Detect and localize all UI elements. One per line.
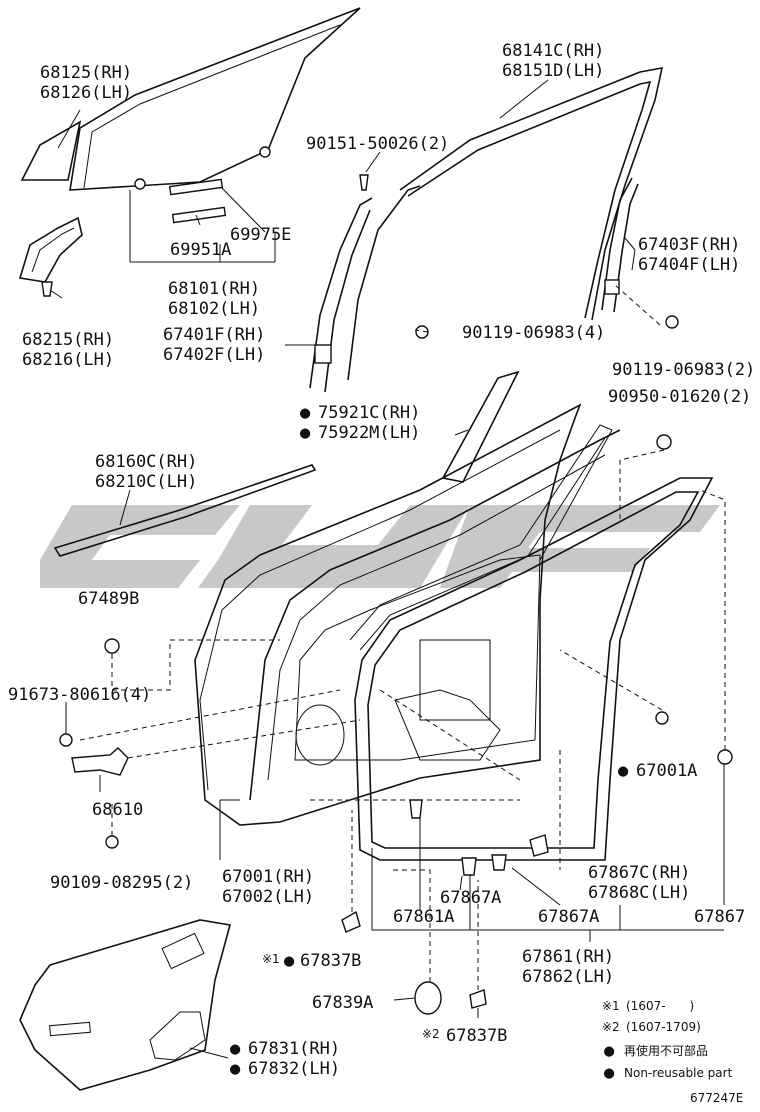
legend-bullet: ● — [604, 1041, 615, 1061]
label-68151d: 68151D(LH) — [502, 61, 604, 81]
nonreusable-bullet: ● — [230, 1059, 241, 1079]
label-75921c: 75921C(RH) — [318, 403, 420, 423]
rear-frame — [601, 177, 639, 313]
label-90119-2: 90119-06983(2) — [612, 360, 755, 380]
label-67861: 67861(RH) — [522, 947, 614, 967]
label-69975e: 69975E — [230, 225, 291, 245]
channel-strips — [168, 178, 227, 224]
legend-nonreusable-jp: 再使用不可部品 — [624, 1043, 708, 1058]
label-68215: 68215(RH) — [22, 330, 114, 350]
label-90151: 90151-50026(2) — [306, 134, 449, 154]
legend-note2-marker: ※2 — [602, 1020, 620, 1034]
part-labels: 68125(RH) 68126(LH) 68141C(RH) 68151D(LH… — [8, 41, 755, 1079]
label-67867: 67867 — [694, 907, 745, 927]
label-67868c: 67868C(LH) — [588, 883, 690, 903]
label-67489b: 67489B — [78, 589, 139, 609]
figure-id: 677247E — [690, 1091, 743, 1105]
label-67832: 67832(LH) — [248, 1059, 340, 1079]
clip-67867a — [461, 834, 549, 876]
door-weatherstrip — [354, 477, 714, 861]
front-garnish — [18, 216, 83, 297]
label-67002: 67002(LH) — [222, 887, 314, 907]
door-hinge — [59, 733, 129, 849]
label-67839a: 67839A — [312, 993, 373, 1013]
label-68102: 68102(LH) — [168, 299, 260, 319]
label-67867a-1: 67867A — [440, 888, 501, 908]
label-90119-4: 90119-06983(4) — [462, 323, 605, 343]
label-67837b-1: 67837B — [300, 951, 361, 971]
label-68126: 68126(LH) — [40, 83, 132, 103]
label-68141c: 68141C(RH) — [502, 41, 604, 61]
nonreusable-bullet: ● — [284, 951, 295, 971]
label-68125: 68125(RH) — [40, 63, 132, 83]
legend: ※1 (1607- ) ※2 (1607-1709) ● 再使用不可部品 ● N… — [602, 999, 733, 1083]
nonreusable-bullet: ● — [300, 423, 311, 443]
inner-frame — [349, 424, 613, 651]
label-69951a: 69951A — [170, 240, 231, 260]
plug-67839a — [414, 981, 442, 1015]
label-67001a: 67001A — [636, 761, 697, 781]
legend-note1-range: (1607- ) — [626, 999, 694, 1013]
note-marker-1: ※1 — [262, 952, 280, 966]
dashed-guides — [79, 284, 726, 990]
nonreusable-bullet: ● — [300, 403, 311, 423]
legend-bullet: ● — [604, 1063, 615, 1083]
door-glass — [69, 7, 361, 191]
front-frame — [309, 185, 421, 393]
label-68216: 68216(LH) — [22, 350, 114, 370]
glass-run-channel — [399, 66, 664, 321]
bolt-90119 — [359, 174, 679, 450]
label-67862: 67862(LH) — [522, 967, 614, 987]
label-68610: 68610 — [92, 800, 143, 820]
label-90950: 90950-01620(2) — [608, 387, 751, 407]
label-90109: 90109-08295(2) — [50, 873, 193, 893]
door-panel — [194, 403, 621, 826]
label-67867c: 67867C(RH) — [588, 863, 690, 883]
door-sheet — [19, 919, 232, 1091]
quarter-glass — [20, 120, 82, 181]
label-67867a-2: 67867A — [538, 907, 599, 927]
belt-moulding — [53, 464, 317, 557]
label-68101: 68101(RH) — [168, 279, 260, 299]
label-75922m: 75922M(LH) — [318, 423, 420, 443]
clip-67837b — [341, 910, 487, 1009]
label-67861a: 67861A — [393, 907, 454, 927]
clip-67489b — [104, 638, 120, 654]
clip-67867 — [717, 749, 733, 765]
service-hole-cover — [441, 370, 520, 483]
label-67831: 67831(RH) — [248, 1039, 340, 1059]
legend-note2-range: (1607-1709) — [626, 1020, 701, 1034]
label-67404f: 67404F(LH) — [638, 255, 740, 275]
legend-nonreusable-en: Non-reusable part — [624, 1066, 733, 1080]
clip-67001a — [655, 711, 669, 725]
nonreusable-bullet: ● — [230, 1039, 241, 1059]
note-marker-2: ※2 — [422, 1027, 440, 1041]
clip-67861a — [409, 799, 423, 819]
label-67401f: 67401F(RH) — [163, 325, 265, 345]
legend-note1-marker: ※1 — [602, 999, 620, 1013]
label-67403f: 67403F(RH) — [638, 235, 740, 255]
nonreusable-bullet: ● — [618, 761, 629, 781]
label-68160c: 68160C(RH) — [95, 452, 197, 472]
label-91673: 91673-80616(4) — [8, 685, 151, 705]
label-67001: 67001(RH) — [222, 867, 314, 887]
watermark-logo — [40, 505, 720, 588]
label-68210c: 68210C(LH) — [95, 472, 197, 492]
label-67402f: 67402F(LH) — [163, 345, 265, 365]
leader-lines — [49, 79, 725, 1059]
label-67837b-2: 67837B — [446, 1026, 507, 1046]
